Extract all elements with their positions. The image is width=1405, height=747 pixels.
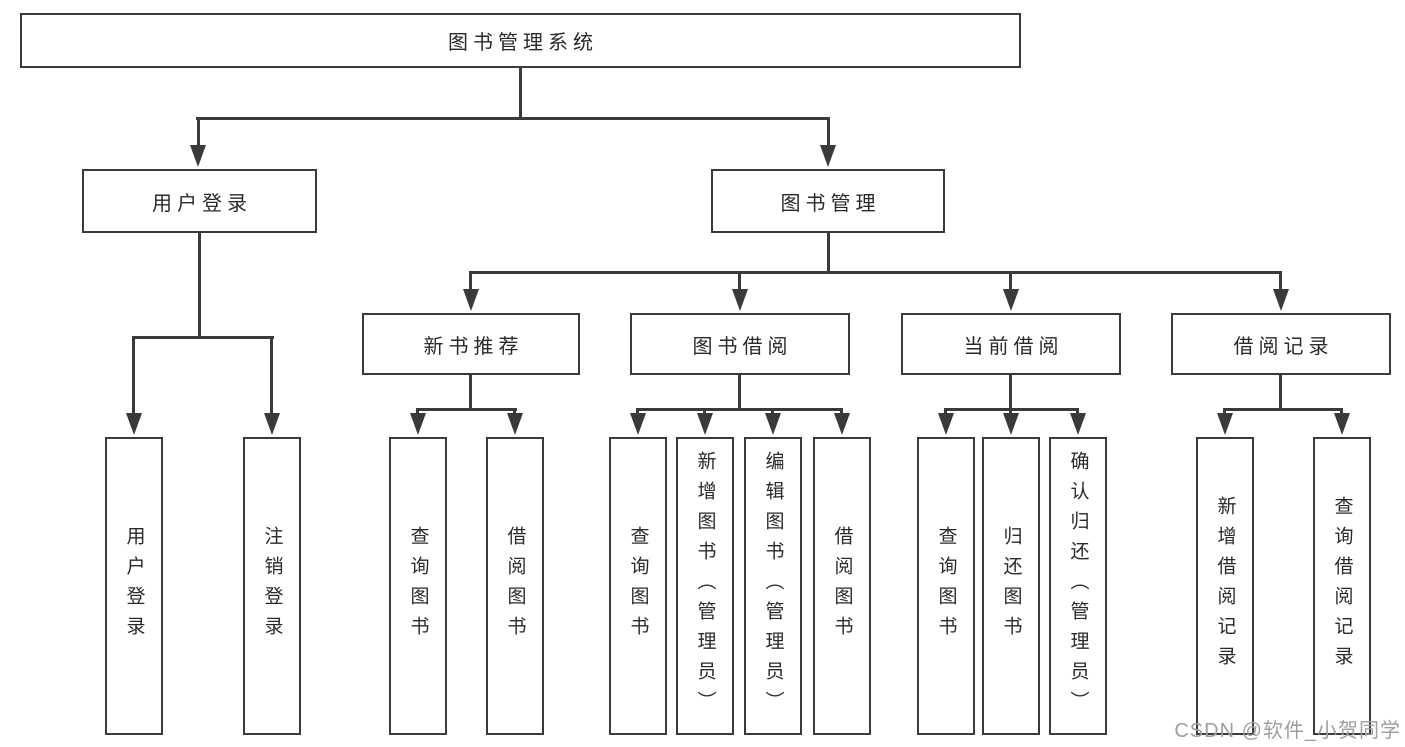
- leaf-label: 用户登录: [123, 526, 145, 646]
- connector-line: [198, 233, 201, 339]
- leaf-query-books-borrowing: 查询图书: [609, 437, 667, 735]
- arrowhead-icon: [264, 413, 280, 435]
- arrowhead-icon: [697, 413, 713, 435]
- leaf-label: 新增借阅记录: [1214, 496, 1236, 676]
- connector-line: [1009, 271, 1012, 293]
- leaf-edit-book-admin: 编辑图书（管理员）: [744, 437, 802, 735]
- leaf-logout: 注销登录: [243, 437, 301, 735]
- connector-line: [132, 336, 135, 417]
- node-label: 用户登录: [152, 192, 252, 215]
- node-root: 图书管理系统: [20, 13, 1021, 68]
- watermark: CSDN @软件_小贺同学: [1174, 720, 1401, 742]
- leaf-add-borrow-record: 新增借阅记录: [1196, 437, 1254, 735]
- connector-line: [469, 375, 472, 411]
- connector-line: [416, 408, 419, 417]
- connector-line: [1340, 408, 1343, 417]
- leaf-label: 借阅图书: [504, 526, 526, 646]
- node-label: 图书管理: [780, 192, 881, 215]
- connector-line: [738, 271, 741, 293]
- arrowhead-icon: [732, 289, 748, 311]
- connector-line: [827, 117, 830, 149]
- leaf-label: 借阅图书: [831, 526, 853, 646]
- leaf-query-books-recommend: 查询图书: [389, 437, 447, 735]
- leaf-query-books-current: 查询图书: [917, 437, 975, 735]
- connector-line: [636, 408, 843, 411]
- connector-line: [469, 271, 1282, 274]
- arrowhead-icon: [507, 413, 523, 435]
- connector-line: [1279, 375, 1282, 411]
- node-current-borrowing: 当前借阅: [901, 313, 1121, 375]
- arrowhead-icon: [463, 289, 479, 311]
- node-book-borrowing: 图书借阅: [630, 313, 850, 375]
- connector-line: [132, 336, 274, 339]
- arrowhead-icon: [938, 413, 954, 435]
- connector-line: [636, 408, 639, 417]
- arrowhead-icon: [1217, 413, 1233, 435]
- connector-line: [270, 336, 273, 417]
- arrowhead-icon: [190, 145, 206, 167]
- arrowhead-icon: [410, 413, 426, 435]
- connector-line: [197, 117, 200, 149]
- leaf-label: 编辑图书（管理员）: [762, 451, 784, 721]
- node-label: 图书管理系统: [448, 32, 598, 54]
- arrowhead-icon: [1003, 413, 1019, 435]
- leaf-label: 新增图书（管理员）: [694, 451, 716, 721]
- arrowhead-icon: [1273, 289, 1289, 311]
- connector-line: [1223, 408, 1343, 411]
- leaf-borrow-books-recommend: 借阅图书: [486, 437, 544, 735]
- connector-line: [1223, 408, 1226, 417]
- connector-line: [827, 233, 830, 274]
- arrowhead-icon: [1334, 413, 1350, 435]
- leaf-label: 注销登录: [261, 526, 283, 646]
- connector-line: [840, 408, 843, 417]
- node-label: 当前借阅: [963, 335, 1064, 358]
- leaf-label: 确认归还（管理员）: [1067, 451, 1089, 721]
- connector-line: [513, 408, 516, 417]
- arrowhead-icon: [834, 413, 850, 435]
- arrowhead-icon: [820, 145, 836, 167]
- leaf-return-book: 归还图书: [982, 437, 1040, 735]
- connector-line: [519, 68, 522, 120]
- connector-line: [771, 408, 774, 417]
- arrowhead-icon: [1070, 413, 1086, 435]
- connector-line: [1009, 375, 1012, 411]
- connector-line: [196, 117, 829, 120]
- node-label: 新书推荐: [423, 335, 524, 358]
- leaf-borrow-books: 借阅图书: [813, 437, 871, 735]
- leaf-query-borrow-record: 查询借阅记录: [1313, 437, 1371, 735]
- connector-line: [944, 408, 947, 417]
- connector-line: [416, 408, 517, 411]
- node-user-login: 用户登录: [82, 169, 317, 233]
- leaf-add-book-admin: 新增图书（管理员）: [676, 437, 734, 735]
- connector-line: [1279, 271, 1282, 293]
- leaf-label: 查询借阅记录: [1331, 496, 1353, 676]
- connector-line: [1076, 408, 1079, 417]
- arrowhead-icon: [126, 413, 142, 435]
- arrowhead-icon: [630, 413, 646, 435]
- connector-line: [738, 375, 741, 411]
- leaf-label: 归还图书: [1000, 526, 1022, 646]
- connector-line: [469, 271, 472, 293]
- connector-line: [1009, 408, 1012, 417]
- node-book-management: 图书管理: [711, 169, 945, 233]
- node-borrowing-records: 借阅记录: [1171, 313, 1391, 375]
- connector-line: [703, 408, 706, 417]
- node-label: 借阅记录: [1233, 335, 1334, 358]
- leaf-label: 查询图书: [627, 526, 649, 646]
- leaf-label: 查询图书: [935, 526, 957, 646]
- arrowhead-icon: [765, 413, 781, 435]
- leaf-label: 查询图书: [407, 526, 429, 646]
- node-new-book-recommendation: 新书推荐: [362, 313, 580, 375]
- arrowhead-icon: [1003, 289, 1019, 311]
- node-label: 图书借阅: [692, 335, 793, 358]
- leaf-confirm-return-admin: 确认归还（管理员）: [1049, 437, 1107, 735]
- leaf-user-login: 用户登录: [105, 437, 163, 735]
